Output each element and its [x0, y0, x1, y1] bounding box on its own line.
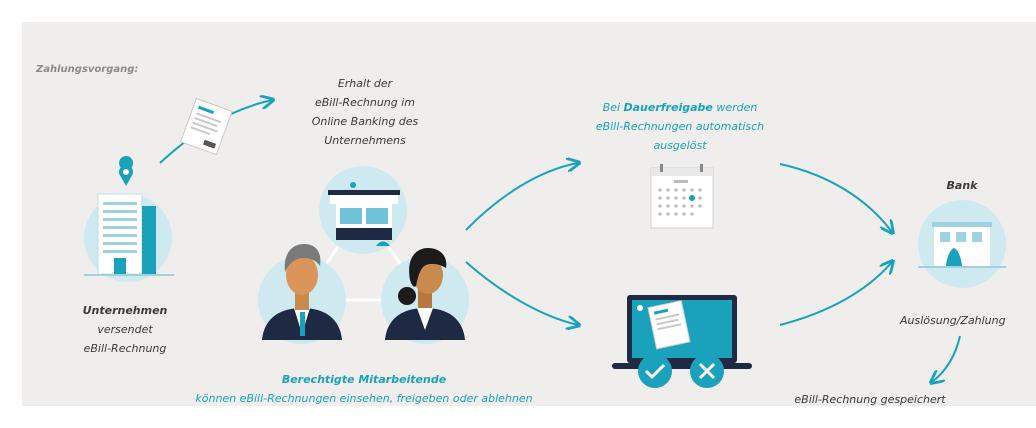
building-icon: [84, 156, 174, 282]
receipt-line: Online Banking des: [311, 115, 419, 128]
arrow-icon: [465, 163, 578, 231]
receipt-line: eBill-Rechnung im: [314, 96, 416, 109]
man-avatar-icon: [258, 244, 346, 344]
bank-icon: [918, 200, 1006, 288]
employees-description: können eBill-Rechnungen einsehen, freige…: [195, 392, 533, 405]
company-line: versendet: [97, 323, 153, 336]
arrow-icon: [465, 261, 578, 325]
process-heading: Zahlungsvorgang:: [36, 64, 139, 75]
stored-text: eBill-Rechnung gespeichert: [794, 393, 946, 406]
auto-approval-highlight: Dauerfreigabe: [623, 101, 713, 114]
arrow-icon: [779, 262, 892, 326]
arrow-icon: [779, 163, 892, 232]
auto-approval-line: ausgelöst: [653, 139, 707, 152]
diagram-panel: [22, 22, 1036, 406]
employees-title: Berechtigte Mitarbeitende: [281, 373, 447, 386]
company-title: Unternehmen: [82, 304, 168, 317]
arrow-icon: [932, 335, 961, 382]
receipt-line: Erhalt der: [337, 77, 393, 90]
auto-approval-line: Bei Dauerfreigabe werden: [602, 101, 758, 114]
laptop-icon: [612, 295, 752, 369]
bank-action: Auslösung/Zahlung: [900, 314, 1006, 327]
woman-avatar-icon: [381, 248, 469, 344]
receipt-line: Unternehmens: [324, 134, 406, 147]
auto-approval-text: Bei Dauerfreigabe werden eBill-Rechnunge…: [570, 98, 790, 155]
office-icon: [319, 166, 407, 254]
employees-text: Berechtigte Mitarbeitende können eBill-R…: [164, 370, 564, 408]
bank-title: Bank: [946, 179, 978, 192]
calendar-icon: [650, 164, 714, 229]
company-line: eBill-Rechnung: [83, 342, 167, 355]
check-icon: [638, 354, 672, 388]
auto-approval-line: eBill-Rechnungen automatisch: [595, 120, 765, 133]
company-text: Unternehmen versendet eBill-Rechnung: [60, 301, 190, 358]
reject-icon: [690, 354, 724, 388]
receipt-text: Erhalt der eBill-Rechnung im Online Bank…: [300, 74, 430, 150]
invoice-icon: [180, 97, 233, 156]
